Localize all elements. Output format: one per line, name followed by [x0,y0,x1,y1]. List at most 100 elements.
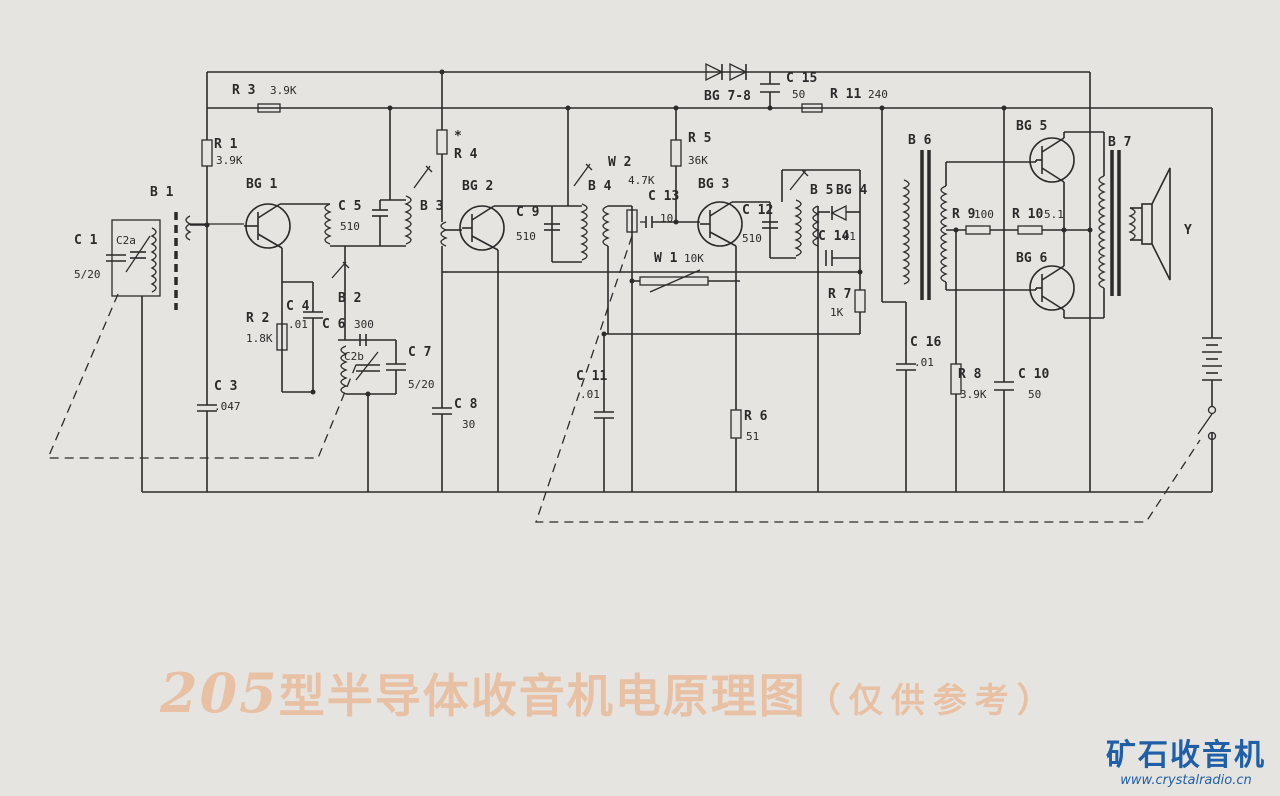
label-bg1: BG 1 [246,177,277,192]
value-c9: 510 [516,230,536,243]
value-c13: 10 [660,212,673,225]
label-b4: B 4 [588,179,612,194]
label-r8: R 8 [958,367,982,382]
resistor-r10 [1017,225,1043,235]
value-r2: 1.8K [246,332,273,345]
label-b6: B 6 [908,133,932,148]
label-bg5: BG 5 [1016,119,1047,134]
label-c4: C 4 [286,299,310,314]
bg1-stage [244,203,406,492]
value-c5: 510 [340,220,360,233]
value-c8: 30 [462,418,475,431]
value-c10: 50 [1028,388,1041,401]
value-r10: 5.1 [1044,208,1064,221]
label-r4: R 4 [454,147,478,162]
resistor-r6 [730,409,742,439]
label-c2a: C2a [116,234,136,247]
label-b3: B 3 [420,199,443,214]
value-r8: 3.9K [960,388,987,401]
watermark-name: 矿石收音机 [1106,738,1266,773]
label-c2b: C2b [344,350,364,363]
title-number: 205 [160,661,279,725]
label-c14: C 14 [818,229,849,244]
label-c5: C 5 [338,199,361,214]
title-main: 型半导体收音机电原理图 [278,669,807,723]
label-r2: R 2 [246,311,269,326]
label-b7: B 7 [1108,135,1131,150]
label-r7: R 7 [828,287,851,302]
label-c12: C 12 [742,203,773,218]
label-b5: B 5 [810,183,833,198]
watermark: 矿石收音机 www.crystalradio.cn [1106,738,1266,789]
switch-icon [1207,405,1217,415]
resistor-r4 [436,129,448,155]
label-r6: R 6 [744,409,768,424]
potentiometer-w2 [626,209,638,233]
resistor-r3 [257,103,281,113]
label-speaker: Y [1184,223,1192,238]
value-r3: 3.9K [270,84,297,97]
label-b2: B 2 [338,291,361,306]
label-c16: C 16 [910,335,941,350]
label-c8: C 8 [454,397,478,412]
transistor-bg3 [697,201,743,247]
value-r5: 36K [688,154,708,167]
title-note: （仅供参考） [806,681,1059,721]
label-b1: B 1 [150,185,174,200]
speaker-icon [1141,203,1153,245]
value-c1: 5/20 [74,268,101,281]
label-c3: C 3 [214,379,237,394]
label-bg3: BG 3 [698,177,729,192]
label-c11: C 11 [576,369,607,384]
transistor-bg5 [1029,137,1075,183]
transistor-bg2 [459,205,505,251]
battery-icon [1202,337,1222,381]
label-c15: C 15 [786,71,817,86]
label-bg2: BG 2 [462,179,493,194]
resistor-r7 [854,289,866,313]
value-c6: 300 [354,318,374,331]
label-c7: C 7 [408,345,431,360]
value-c12: 510 [742,232,762,245]
label-bg4: BG 4 [836,183,867,198]
label-c1: C 1 [74,233,98,248]
component-labels: R 3 3.9K R 1 3.9K C 1 5/20 C2a B 1 BG 1 … [74,71,1192,443]
label-r1: R 1 [214,137,238,152]
label-w1: W 1 [654,251,678,266]
junction-dots [204,69,1093,397]
resistor-r2 [276,323,288,351]
label-c10: C 10 [1018,367,1049,382]
label-c6: C 6 [322,317,346,332]
label-r3: R 3 [232,83,255,98]
value-r1: 3.9K [216,154,243,167]
label-r9: R 9 [952,207,975,222]
label-r11: R 11 [830,87,861,102]
b6-transformer [881,108,1090,492]
value-r6: 51 [746,430,759,443]
value-c16: .01 [914,356,934,369]
output-stage [1029,131,1104,319]
resistor-r11 [801,103,823,113]
value-r9: 100 [974,208,994,221]
label-r10: R 10 [1012,207,1043,222]
rails [142,71,1213,493]
transistor-bg6 [1029,265,1075,311]
value-w1: 10K [684,252,704,265]
resistor-r5 [670,139,682,167]
label-bg6: BG 6 [1016,251,1047,266]
value-c4: .01 [288,318,308,331]
value-c14: .01 [836,230,856,243]
value-c15: 50 [792,88,805,101]
label-c13: C 13 [648,189,679,204]
watermark-url: www.crystalradio.cn [1120,773,1252,788]
resistor-r9 [965,225,991,235]
label-r5: R 5 [688,131,711,146]
resistor-r1 [201,139,213,167]
value-c11: .01 [580,388,600,401]
value-r11: 240 [868,88,888,101]
b5-bg4-stage [812,170,866,492]
r1-c3-branch [190,108,217,492]
value-c3: .047 [214,400,241,413]
value-c7: 5/20 [408,378,435,391]
